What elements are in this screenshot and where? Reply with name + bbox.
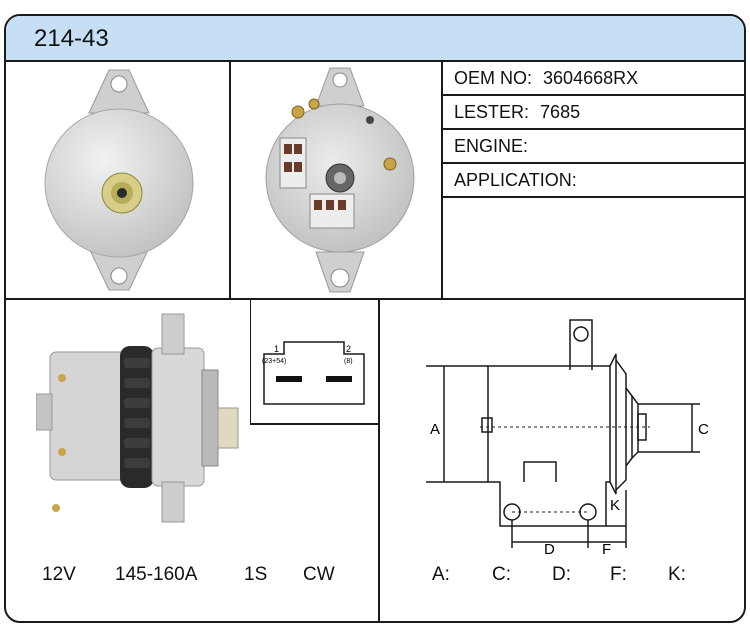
spec-divider: [443, 94, 744, 96]
spec-value: 3604668RX: [543, 68, 639, 88]
dim-label-d: D: [544, 541, 555, 556]
alternator-side-image: [36, 313, 239, 523]
spec-divider: [443, 196, 744, 198]
dimension-value-c: C:: [492, 564, 511, 586]
dim-value-label: C:: [492, 564, 511, 585]
dimension-value-k: K:: [668, 564, 686, 586]
dim-value-label: A:: [432, 564, 450, 585]
dim-value-label: F:: [610, 564, 627, 585]
pin-1-number: 1: [274, 344, 279, 354]
product-card: 214-43 OEM NO: 3604668RX LESTER: 7685 EN…: [4, 14, 746, 623]
spec-oem: OEM NO: 3604668RX: [454, 68, 638, 89]
spec-lester: LESTER: 7685: [454, 102, 580, 123]
rating-rotation: CW: [303, 564, 335, 585]
rating-groove: 1S: [244, 564, 268, 585]
spec-label: ENGINE:: [454, 136, 529, 156]
part-number: 214-43: [34, 25, 109, 52]
dim-label-c: C: [698, 421, 709, 438]
dimension-value-d: D:: [552, 564, 571, 586]
rating-voltage: 12V: [42, 564, 76, 585]
rating-amperage: 145-160A: [115, 564, 198, 585]
spec-divider: [443, 162, 744, 164]
spec-divider: [443, 128, 744, 130]
column-divider-3: [378, 300, 380, 621]
dim-label-a: A: [430, 421, 440, 438]
spec-label: LESTER:: [454, 102, 530, 122]
column-divider-1: [229, 60, 231, 298]
dim-value-label: K:: [668, 564, 686, 585]
alternator-front-image: [44, 69, 194, 291]
pin-1-code: (23+54): [262, 358, 286, 365]
pin-2-code: (8): [344, 358, 353, 365]
dim-label-k: K: [610, 497, 620, 514]
spec-label: APPLICATION:: [454, 170, 577, 190]
connector-plug-diagram: 1 (23+54) 2 (8): [250, 300, 378, 425]
row-divider: [6, 298, 744, 300]
spec-engine: ENGINE:: [454, 136, 534, 157]
dimension-drawing: A C D F K: [426, 319, 709, 556]
spec-application: APPLICATION:: [454, 170, 583, 191]
dim-label-f: F: [602, 541, 611, 556]
card-header: 214-43: [6, 16, 744, 62]
dim-value-label: D:: [552, 564, 571, 585]
spec-value: 7685: [540, 102, 581, 122]
dimension-value-a: A:: [432, 564, 450, 586]
spec-label: OEM NO:: [454, 68, 533, 88]
column-divider-2: [441, 60, 443, 298]
alternator-rear-image: [265, 67, 415, 293]
pin-2-number: 2: [346, 344, 351, 354]
dimension-value-f: F:: [610, 564, 627, 586]
